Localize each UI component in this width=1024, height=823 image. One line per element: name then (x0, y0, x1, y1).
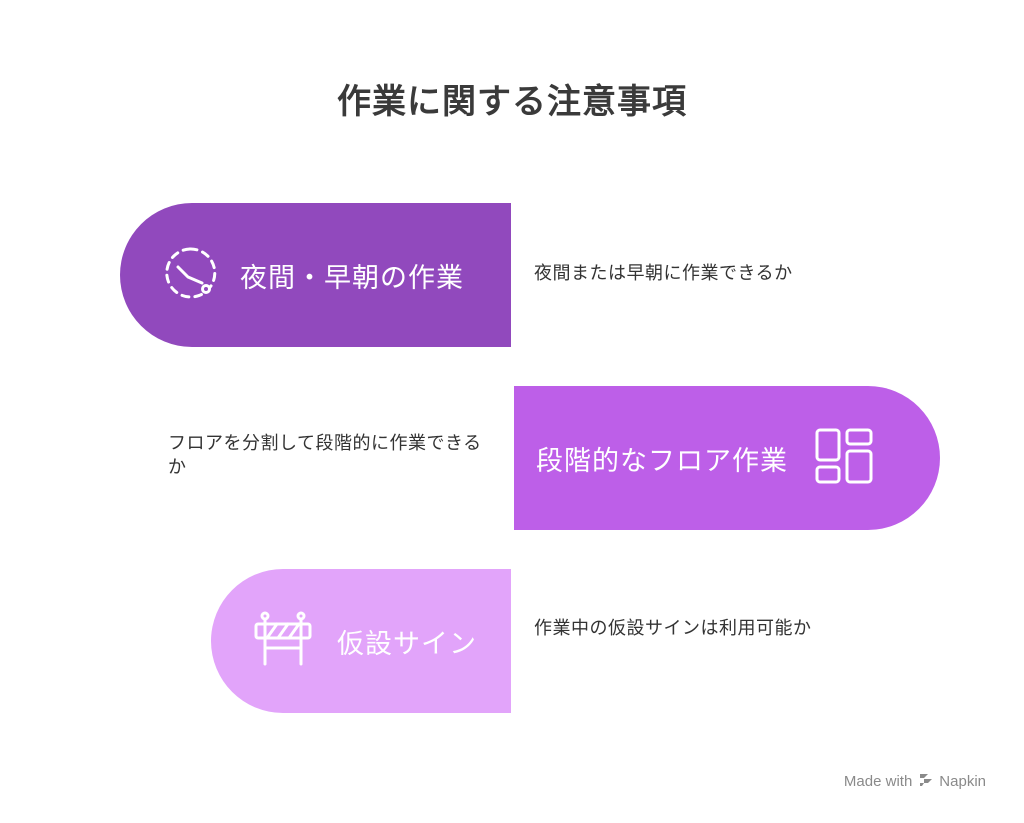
clock-dashed-icon (162, 245, 218, 305)
item-label: 夜間・早朝の作業 (240, 262, 464, 294)
made-with-label: Made with (843, 772, 913, 790)
road-barrier-icon (253, 610, 313, 672)
item-phased-floor-work: 段階的なフロア作業 (514, 386, 940, 530)
napkin-logo-icon (918, 771, 934, 791)
layout-grid-icon (814, 427, 874, 489)
item-description: フロアを分割して段階的に作業できるか (168, 433, 482, 478)
item-label: 仮設サイン (337, 628, 477, 660)
item-temporary-signage: 仮設サイン (211, 569, 511, 713)
item-description: 夜間または早朝に作業できるか (534, 263, 793, 284)
item-description: 作業中の仮設サインは利用可能か (534, 618, 812, 639)
item-night-early-work: 夜間・早朝の作業 (120, 203, 511, 347)
item-label: 段階的なフロア作業 (536, 445, 788, 477)
page-title: 作業に関する注意事項 (337, 82, 687, 122)
made-with-napkin-badge[interactable]: Made with Napkin (844, 771, 986, 791)
brand-name: Napkin (939, 772, 986, 790)
